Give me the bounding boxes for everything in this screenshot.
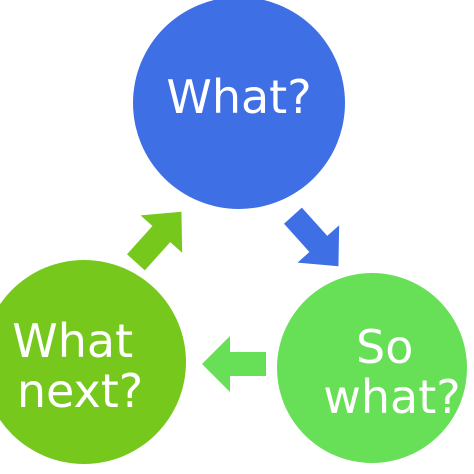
node-what-label: What? (166, 70, 311, 124)
node-so-what (277, 273, 467, 463)
arrow-so-what-to-what-next (202, 336, 266, 392)
node-what-next-label: What next? (12, 314, 148, 418)
node-what-next (0, 260, 186, 464)
node-so-what-label: So what? (323, 320, 460, 424)
arrow-what-to-so-what (284, 207, 340, 267)
arrow-what-next-to-what (127, 211, 183, 271)
node-what (133, 0, 345, 209)
